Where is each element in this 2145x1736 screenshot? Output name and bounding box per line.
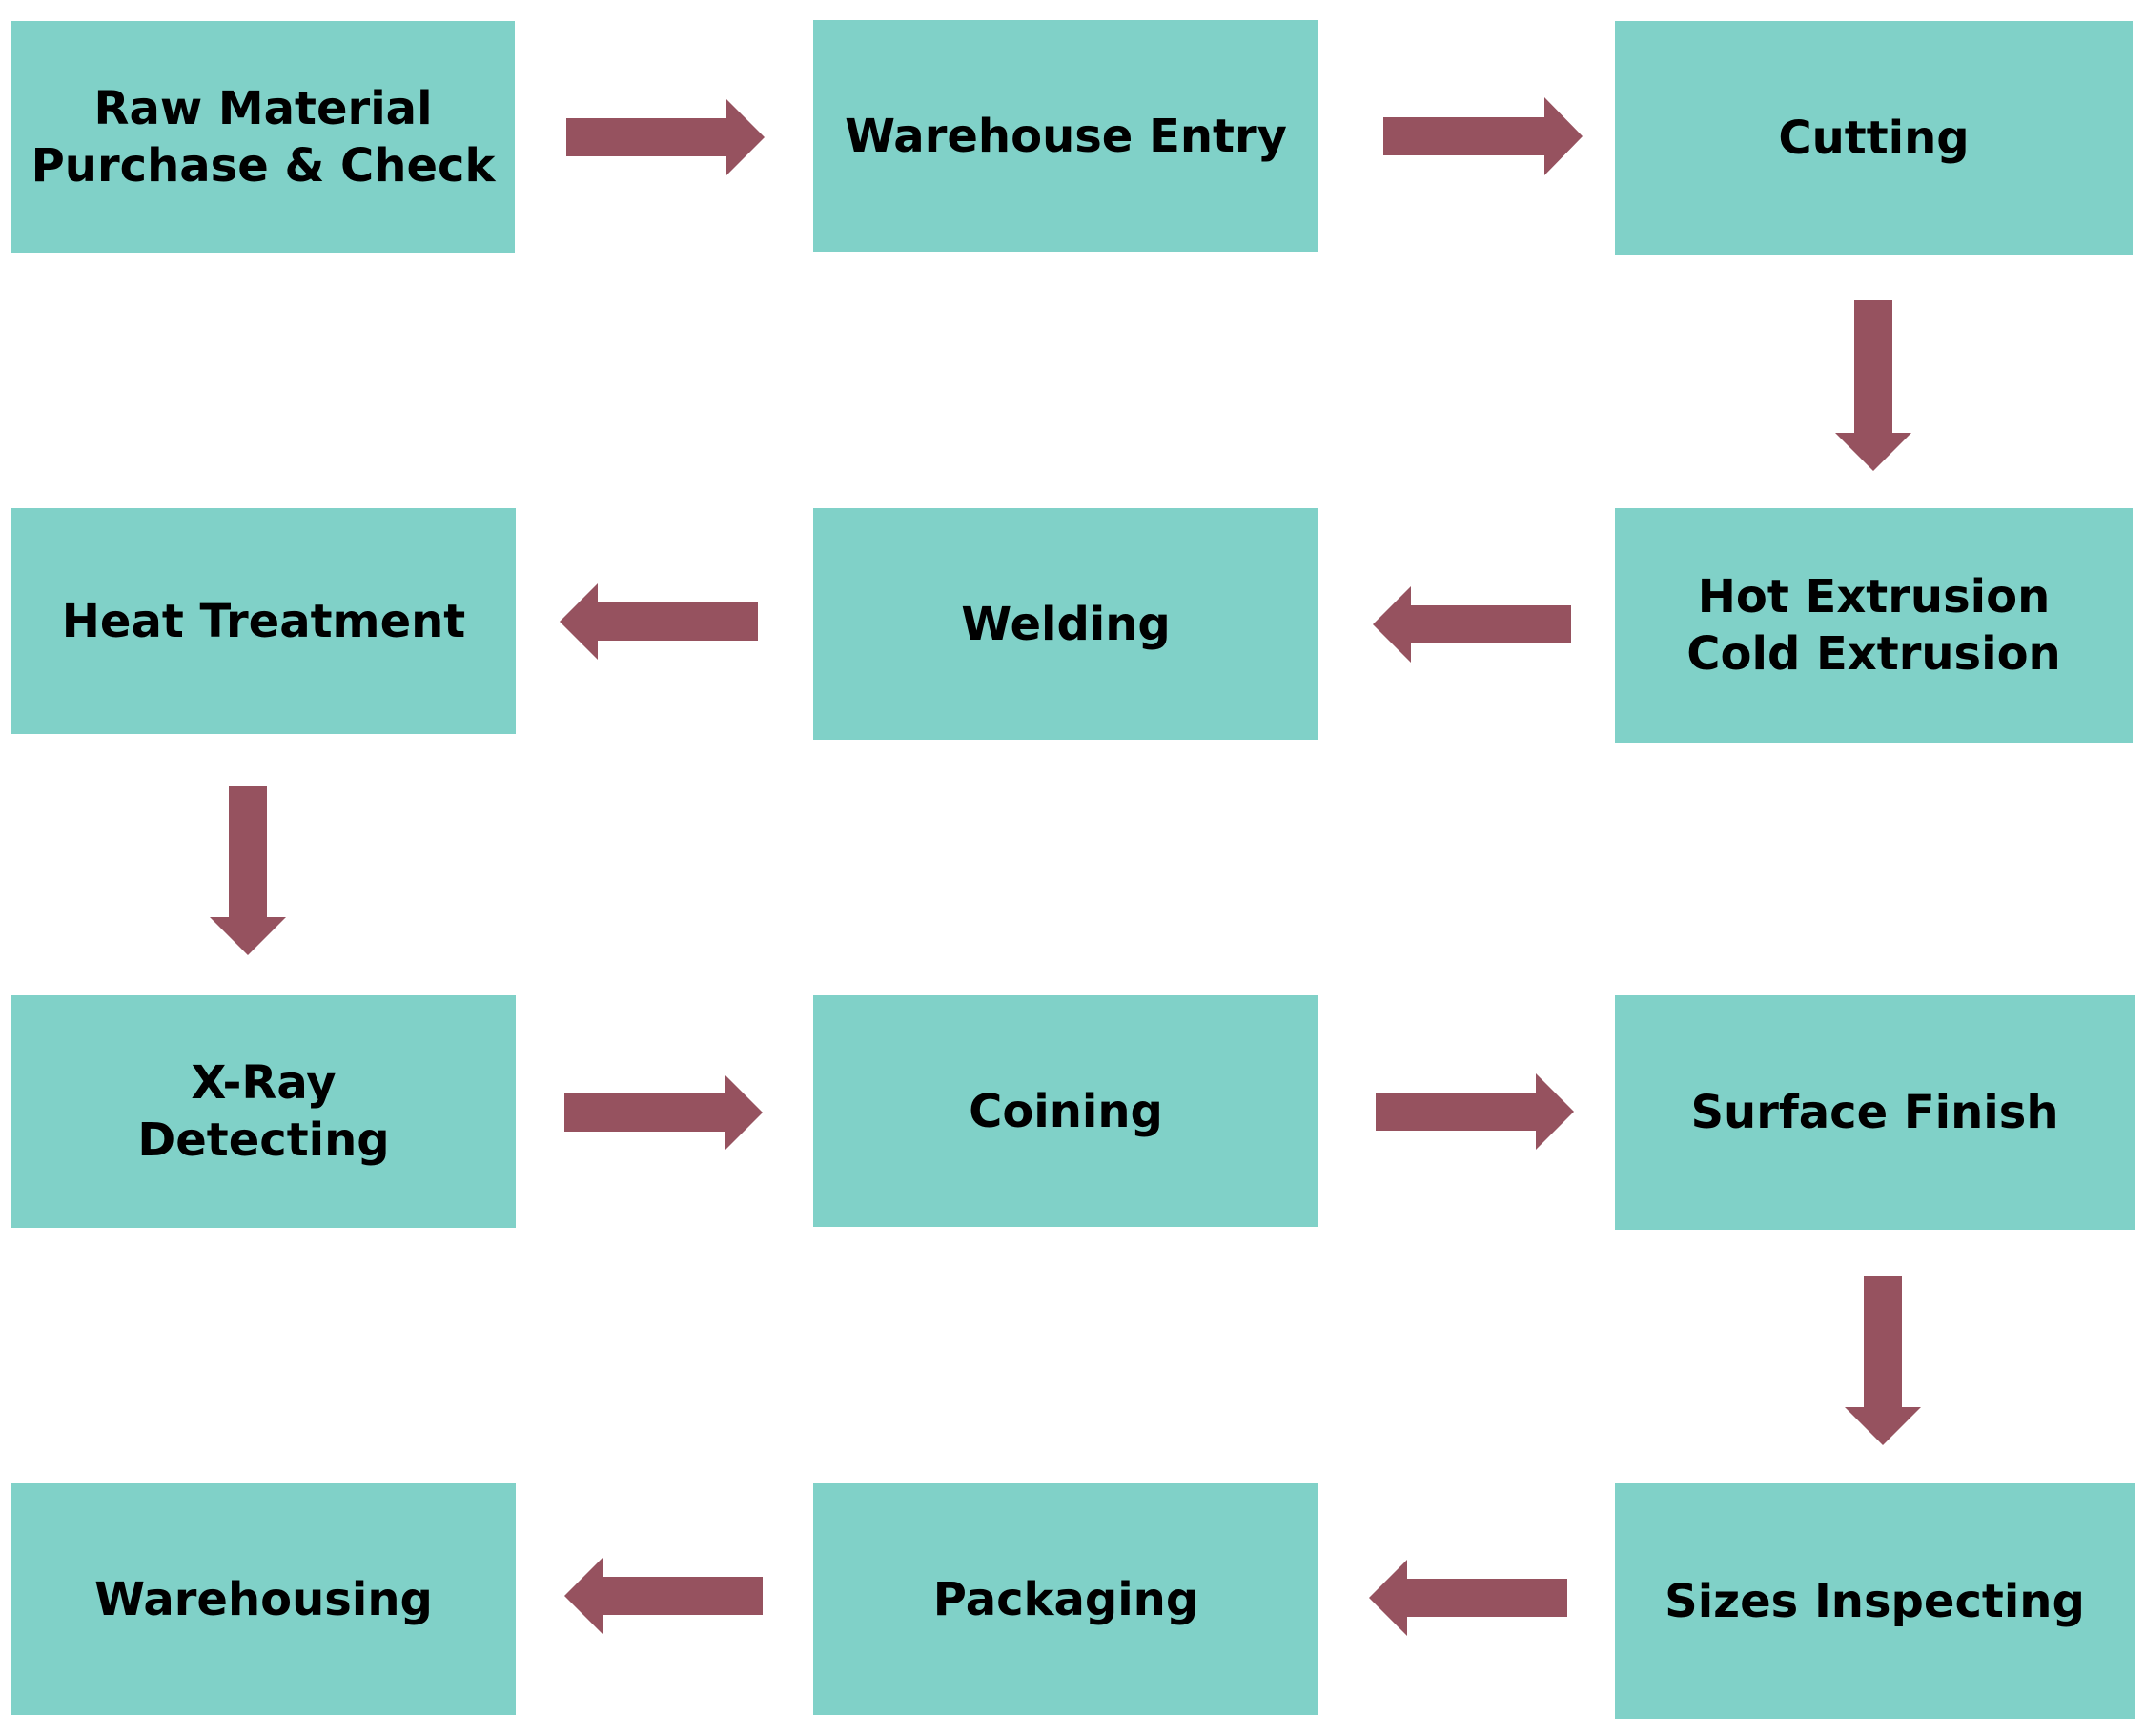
step-label-line2: Purchase & Check bbox=[31, 138, 496, 193]
arrow-coining-to-surface-finish bbox=[1376, 1073, 1574, 1150]
step-label: Warehouse Entry bbox=[845, 109, 1287, 163]
step-sizes-inspecting: Sizes Inspecting bbox=[1615, 1483, 2135, 1719]
arrow-welding-to-heat-treatment bbox=[560, 583, 758, 660]
step-label-line2: Detecting bbox=[137, 1113, 390, 1167]
step-raw-material-purchase-check: Raw Material Purchase & Check bbox=[11, 21, 515, 253]
step-label-line1: X-Ray bbox=[191, 1056, 337, 1110]
step-coining: Coining bbox=[813, 995, 1318, 1227]
arrow-packaging-to-warehousing bbox=[564, 1558, 763, 1634]
step-label: Heat Treatment bbox=[61, 594, 466, 648]
step-heat-treatment: Heat Treatment bbox=[11, 508, 516, 734]
step-extrusion: Hot Extrusion Cold Extrusion bbox=[1615, 508, 2133, 743]
step-label: Warehousing bbox=[94, 1572, 433, 1626]
step-label-line1: Hot Extrusion bbox=[1697, 570, 2051, 623]
arrow-surface-finish-to-sizes bbox=[1845, 1276, 1921, 1445]
step-label: Welding bbox=[961, 597, 1171, 651]
step-label: Surface Finish bbox=[1690, 1086, 2059, 1139]
step-packaging: Packaging bbox=[813, 1483, 1318, 1715]
arrow-xray-to-coining bbox=[564, 1074, 763, 1151]
step-welding: Welding bbox=[813, 508, 1318, 740]
step-warehouse-entry: Warehouse Entry bbox=[813, 20, 1318, 252]
arrow-sizes-to-packaging bbox=[1369, 1560, 1567, 1636]
arrow-heat-treatment-to-xray bbox=[210, 786, 286, 955]
arrow-warehouse-entry-to-cutting bbox=[1383, 97, 1583, 175]
step-label-line1: Raw Material bbox=[93, 81, 433, 135]
arrow-cutting-to-extrusion bbox=[1835, 300, 1911, 471]
step-label: Packaging bbox=[932, 1572, 1199, 1626]
step-surface-finish: Surface Finish bbox=[1615, 995, 2135, 1230]
step-label: Sizes Inspecting bbox=[1665, 1574, 2085, 1628]
step-warehousing: Warehousing bbox=[11, 1483, 516, 1715]
step-label: Cutting bbox=[1778, 111, 1970, 165]
step-label-line2: Cold Extrusion bbox=[1686, 627, 2061, 681]
step-label: Coining bbox=[969, 1084, 1163, 1138]
arrow-raw-to-warehouse-entry bbox=[566, 99, 765, 175]
step-cutting: Cutting bbox=[1615, 21, 2133, 255]
arrow-extrusion-to-welding bbox=[1373, 586, 1571, 663]
step-xray-detecting: X-Ray Detecting bbox=[11, 995, 516, 1228]
